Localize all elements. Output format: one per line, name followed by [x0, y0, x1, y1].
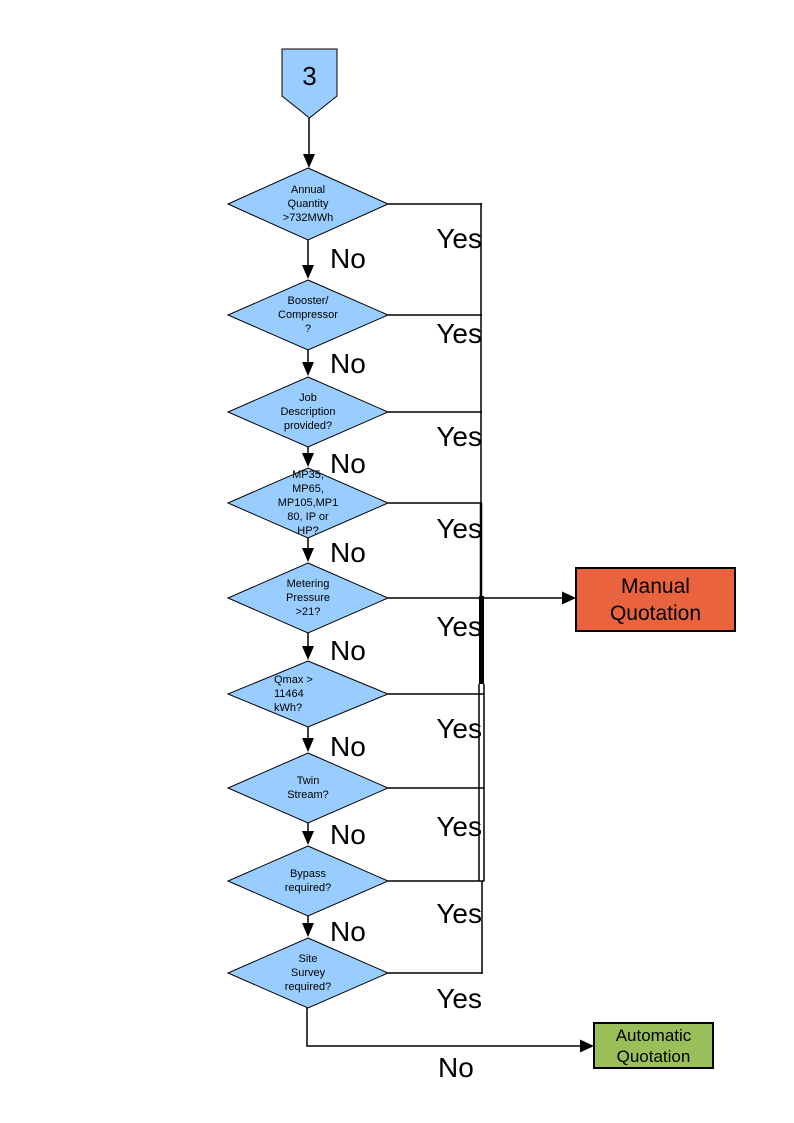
arrowhead-down-icon: [302, 923, 314, 937]
arrowhead-down-icon: [302, 453, 314, 467]
no-label: No: [330, 243, 366, 274]
arrowhead-down-icon: [303, 154, 315, 168]
decision-shape-metering-pressure: [226, 562, 390, 634]
yes-label: Yes: [436, 611, 482, 642]
yes-label: Yes: [436, 811, 482, 842]
off-page-connector-label: 3: [302, 61, 317, 91]
decision-label-pressure-tier: MP35, MP65, MP105,MP1 80, IP or HP?: [277, 469, 339, 537]
no-label: No: [330, 731, 366, 762]
decision-shape-qmax: [226, 660, 390, 728]
no-label: No: [438, 1052, 474, 1083]
decision-label-site-survey: Site Survey required?: [284, 953, 332, 993]
decision-label-metering-pressure: Metering Pressure >21?: [285, 578, 331, 618]
automatic-quotation-shape: [593, 1022, 714, 1069]
decision-shape-booster-compressor: [226, 279, 390, 351]
arrowhead-right-icon: [580, 1039, 594, 1053]
automatic-quotation-label: Automatic Quotation: [615, 1025, 692, 1066]
arrowhead-down-icon: [302, 831, 314, 845]
yes-label: Yes: [436, 983, 482, 1014]
arrowhead-right-icon: [562, 591, 576, 605]
decision-label-twin-stream: Twin Stream?: [287, 775, 329, 801]
no-label: No: [330, 537, 366, 568]
decision-label-bypass: Bypass required?: [284, 868, 332, 894]
arrowhead-down-icon: [302, 362, 314, 376]
decision-label-annual-quantity: Annual Quantity >732MWh: [282, 184, 334, 224]
decision-shape-job-description: [226, 376, 390, 448]
arrowhead-down-icon: [302, 738, 314, 752]
decision-shape-bypass: [226, 845, 390, 917]
decision-shape-pressure-tier: [226, 467, 390, 539]
no-label: No: [330, 348, 366, 379]
manual-quotation-label: Manual Quotation: [609, 574, 702, 625]
decision-label-booster-compressor: Booster/ Compressor ?: [278, 295, 338, 335]
decision-shape-annual-quantity: [226, 167, 390, 241]
no-label: No: [330, 819, 366, 850]
decision-label-job-description: Job Description provided?: [280, 392, 336, 432]
yes-label: Yes: [436, 898, 482, 929]
no-label: No: [330, 635, 366, 666]
decision-shape-twin-stream: [226, 752, 390, 824]
decision-label-qmax: Qmax > 11464 kWh?: [274, 674, 313, 714]
decision-shape-site-survey: [226, 937, 390, 1009]
yes-label: Yes: [436, 713, 482, 744]
arrowhead-down-icon: [302, 548, 314, 562]
yes-label: Yes: [436, 421, 482, 452]
yes-label: Yes: [436, 318, 482, 349]
off-page-connector-shape: [281, 48, 338, 119]
automatic-path-line: [306, 1008, 581, 1047]
yes-label: Yes: [436, 223, 482, 254]
arrowhead-down-icon: [302, 265, 314, 279]
yes-label: Yes: [436, 513, 482, 544]
arrowhead-down-icon: [302, 646, 314, 660]
no-label: No: [330, 448, 366, 479]
manual-quotation-shape: [575, 567, 736, 632]
no-label: No: [330, 916, 366, 947]
